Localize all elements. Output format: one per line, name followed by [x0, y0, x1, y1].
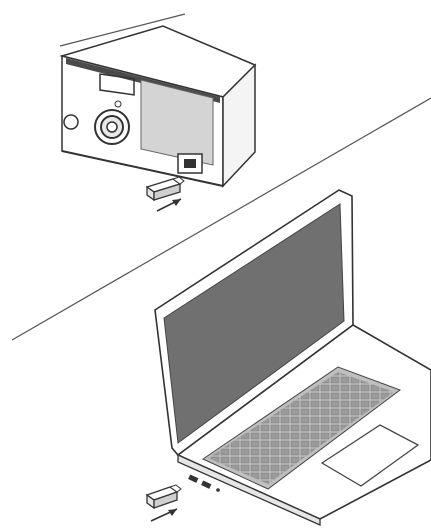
connector-socket-icon — [95, 110, 129, 144]
device-usb-port-icon — [178, 154, 202, 173]
insert-arrow-icon — [157, 199, 181, 211]
laptop-insert-arrow-icon — [151, 509, 177, 521]
laptop — [155, 190, 431, 525]
device-unit — [62, 26, 255, 186]
usb-drive-icon — [147, 177, 184, 200]
laptop-usb-drive-icon — [147, 485, 181, 508]
